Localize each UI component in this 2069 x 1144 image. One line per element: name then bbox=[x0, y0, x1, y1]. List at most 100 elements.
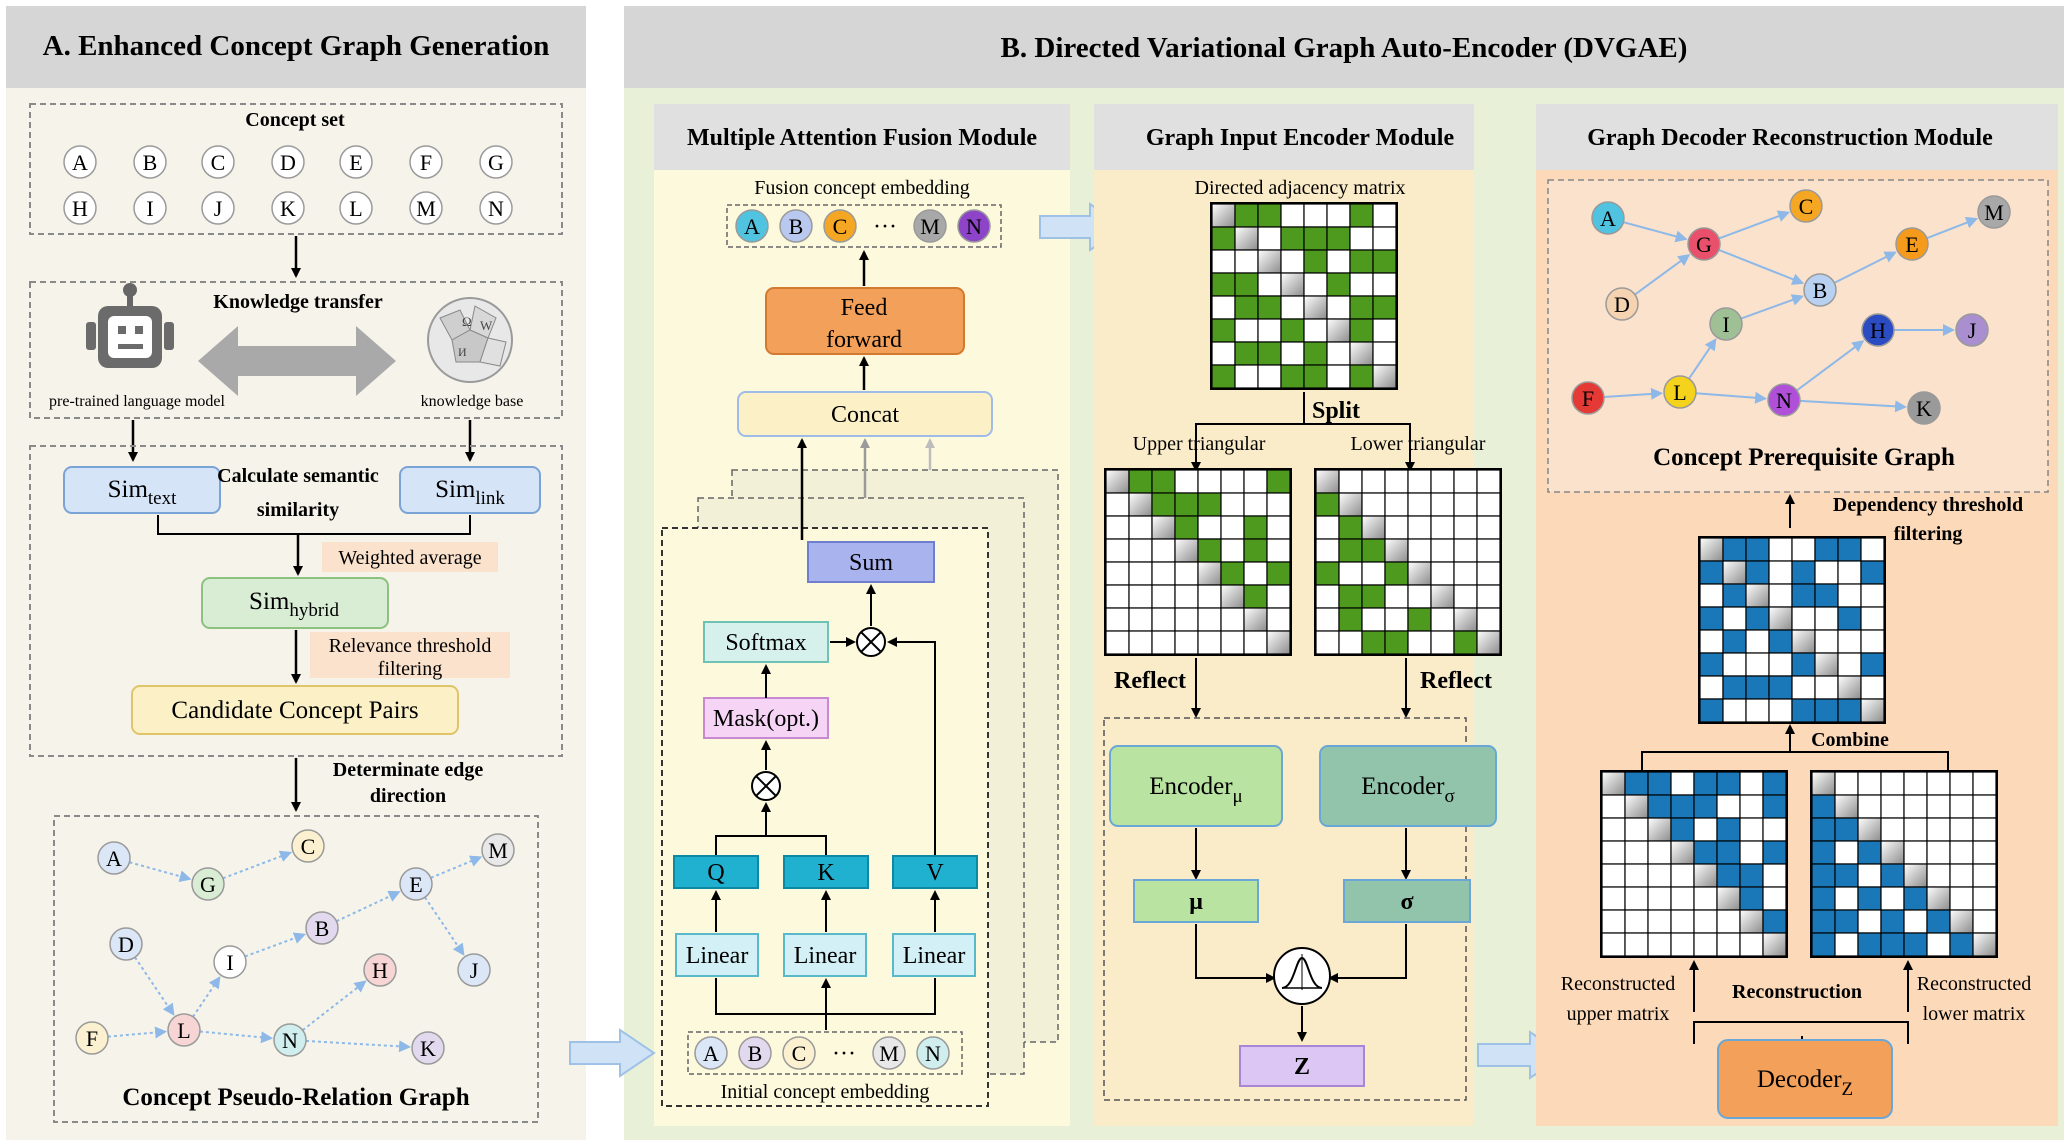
adjacency-cell bbox=[1211, 249, 1236, 274]
concept-node-m: M bbox=[409, 191, 443, 225]
combined-cell bbox=[1837, 606, 1862, 631]
lower-cell bbox=[1384, 492, 1409, 517]
prereq-node-d: D bbox=[1605, 287, 1639, 321]
pseudo-node-k: K bbox=[411, 1031, 445, 1065]
adjacency-cell bbox=[1257, 341, 1282, 366]
fusion-token-a: A bbox=[735, 209, 769, 243]
adjacency-cell bbox=[1326, 318, 1351, 343]
recon-lower-cell bbox=[1903, 909, 1928, 934]
lower-cell bbox=[1476, 515, 1501, 540]
lower-cell bbox=[1315, 561, 1340, 586]
adjacency-cell bbox=[1372, 203, 1397, 228]
decoder-z-box bbox=[1717, 1039, 1893, 1119]
lower-cell bbox=[1384, 584, 1409, 609]
lower-cell bbox=[1361, 561, 1386, 586]
upper-cell bbox=[1197, 492, 1222, 517]
recon-upper-cell bbox=[1670, 863, 1695, 888]
upper-cell bbox=[1151, 492, 1176, 517]
recon-lower-cell bbox=[1926, 817, 1951, 842]
combined-cell bbox=[1699, 629, 1724, 654]
combined-cell bbox=[1860, 629, 1885, 654]
recon-upper-cell bbox=[1716, 932, 1741, 957]
recon-upper-cell bbox=[1693, 817, 1718, 842]
recon-lower-cell bbox=[1949, 771, 1974, 796]
adjacency-cell bbox=[1257, 226, 1282, 251]
edge-g-b bbox=[1718, 248, 1805, 285]
recon-upper-cell bbox=[1762, 771, 1787, 796]
directed-adjacency-matrix bbox=[1210, 202, 1398, 390]
lower-cell bbox=[1361, 584, 1386, 609]
upper-cell bbox=[1128, 561, 1153, 586]
edge-b-e bbox=[1833, 251, 1897, 284]
recon-upper-cell bbox=[1647, 771, 1672, 796]
adjacency-cell bbox=[1211, 318, 1236, 343]
edge-g-c bbox=[1718, 210, 1791, 240]
combined-cell bbox=[1722, 537, 1747, 562]
lower-cell bbox=[1407, 607, 1432, 632]
recon-lower-line2: lower matrix bbox=[1923, 1003, 2026, 1025]
recon-upper-cell bbox=[1739, 863, 1764, 888]
concat-box bbox=[737, 391, 993, 437]
recon-lower-cell bbox=[1949, 794, 1974, 819]
edge-i-b bbox=[244, 932, 307, 958]
concept-node-b-label: B bbox=[143, 150, 158, 175]
lower-cell bbox=[1361, 630, 1386, 655]
combined-cell bbox=[1745, 583, 1770, 608]
recon-upper-cell bbox=[1670, 840, 1695, 865]
upper-cell bbox=[1174, 538, 1199, 563]
lower-cell bbox=[1453, 492, 1478, 517]
recon-upper-cell bbox=[1624, 932, 1649, 957]
lower-cell bbox=[1361, 492, 1386, 517]
pseudo-node-i: I bbox=[213, 945, 247, 979]
concept-node-f: F bbox=[409, 145, 443, 179]
upper-cell bbox=[1220, 469, 1245, 494]
reflect-right-label: Reflect bbox=[1420, 668, 1492, 694]
v-label: V bbox=[926, 860, 944, 886]
pseudo-node-e-label: E bbox=[409, 872, 422, 897]
lower-cell bbox=[1453, 607, 1478, 632]
pseudo-node-d: D bbox=[109, 927, 143, 961]
recon-upper-cell bbox=[1670, 909, 1695, 934]
prereq-node-n-label: N bbox=[1776, 388, 1792, 413]
upper-cell bbox=[1266, 630, 1291, 655]
upper-cell bbox=[1128, 630, 1153, 655]
edge-direction-line1: Determinate edge bbox=[333, 759, 484, 781]
combined-cell bbox=[1722, 560, 1747, 585]
upper-cell bbox=[1174, 492, 1199, 517]
combined-cell bbox=[1814, 652, 1839, 677]
adjacency-cell bbox=[1234, 226, 1259, 251]
svg-text:Ω: Ω bbox=[462, 314, 472, 329]
prereq-graph-title: Concept Prerequisite Graph bbox=[1653, 444, 1955, 471]
pseudo-node-b-label: B bbox=[315, 916, 330, 941]
attention-header bbox=[654, 104, 1070, 170]
upper-cell bbox=[1105, 607, 1130, 632]
adjacency-cell bbox=[1326, 226, 1351, 251]
concept-node-c-label: C bbox=[211, 150, 226, 175]
adjacency-cell bbox=[1257, 249, 1282, 274]
lower-cell bbox=[1476, 538, 1501, 563]
k-box bbox=[783, 855, 869, 889]
combined-cell bbox=[1837, 675, 1862, 700]
pseudo-node-h-label: H bbox=[372, 958, 388, 983]
upper-cell bbox=[1105, 538, 1130, 563]
concept-node-j-label: J bbox=[214, 196, 223, 221]
recon-upper-cell bbox=[1601, 771, 1626, 796]
adjacency-cell bbox=[1349, 341, 1374, 366]
recon-lower-cell bbox=[1903, 840, 1928, 865]
prereq-node-i-label: I bbox=[1722, 312, 1729, 337]
recon-lower-cell bbox=[1811, 863, 1836, 888]
recon-upper-cell bbox=[1716, 840, 1741, 865]
recon-lower-cell bbox=[1857, 794, 1882, 819]
adjacency-cell bbox=[1303, 341, 1328, 366]
upper-cell bbox=[1174, 515, 1199, 540]
adjacency-cell bbox=[1372, 295, 1397, 320]
concept-node-d: D bbox=[271, 145, 305, 179]
combined-cell bbox=[1722, 652, 1747, 677]
combined-cell bbox=[1860, 698, 1885, 723]
combined-cell bbox=[1768, 583, 1793, 608]
combined-cell bbox=[1768, 606, 1793, 631]
prereq-graph-edges bbox=[1603, 210, 1979, 413]
recon-upper-cell bbox=[1716, 886, 1741, 911]
recon-upper-cell bbox=[1601, 817, 1626, 842]
prereq-node-c: C bbox=[1789, 189, 1823, 223]
